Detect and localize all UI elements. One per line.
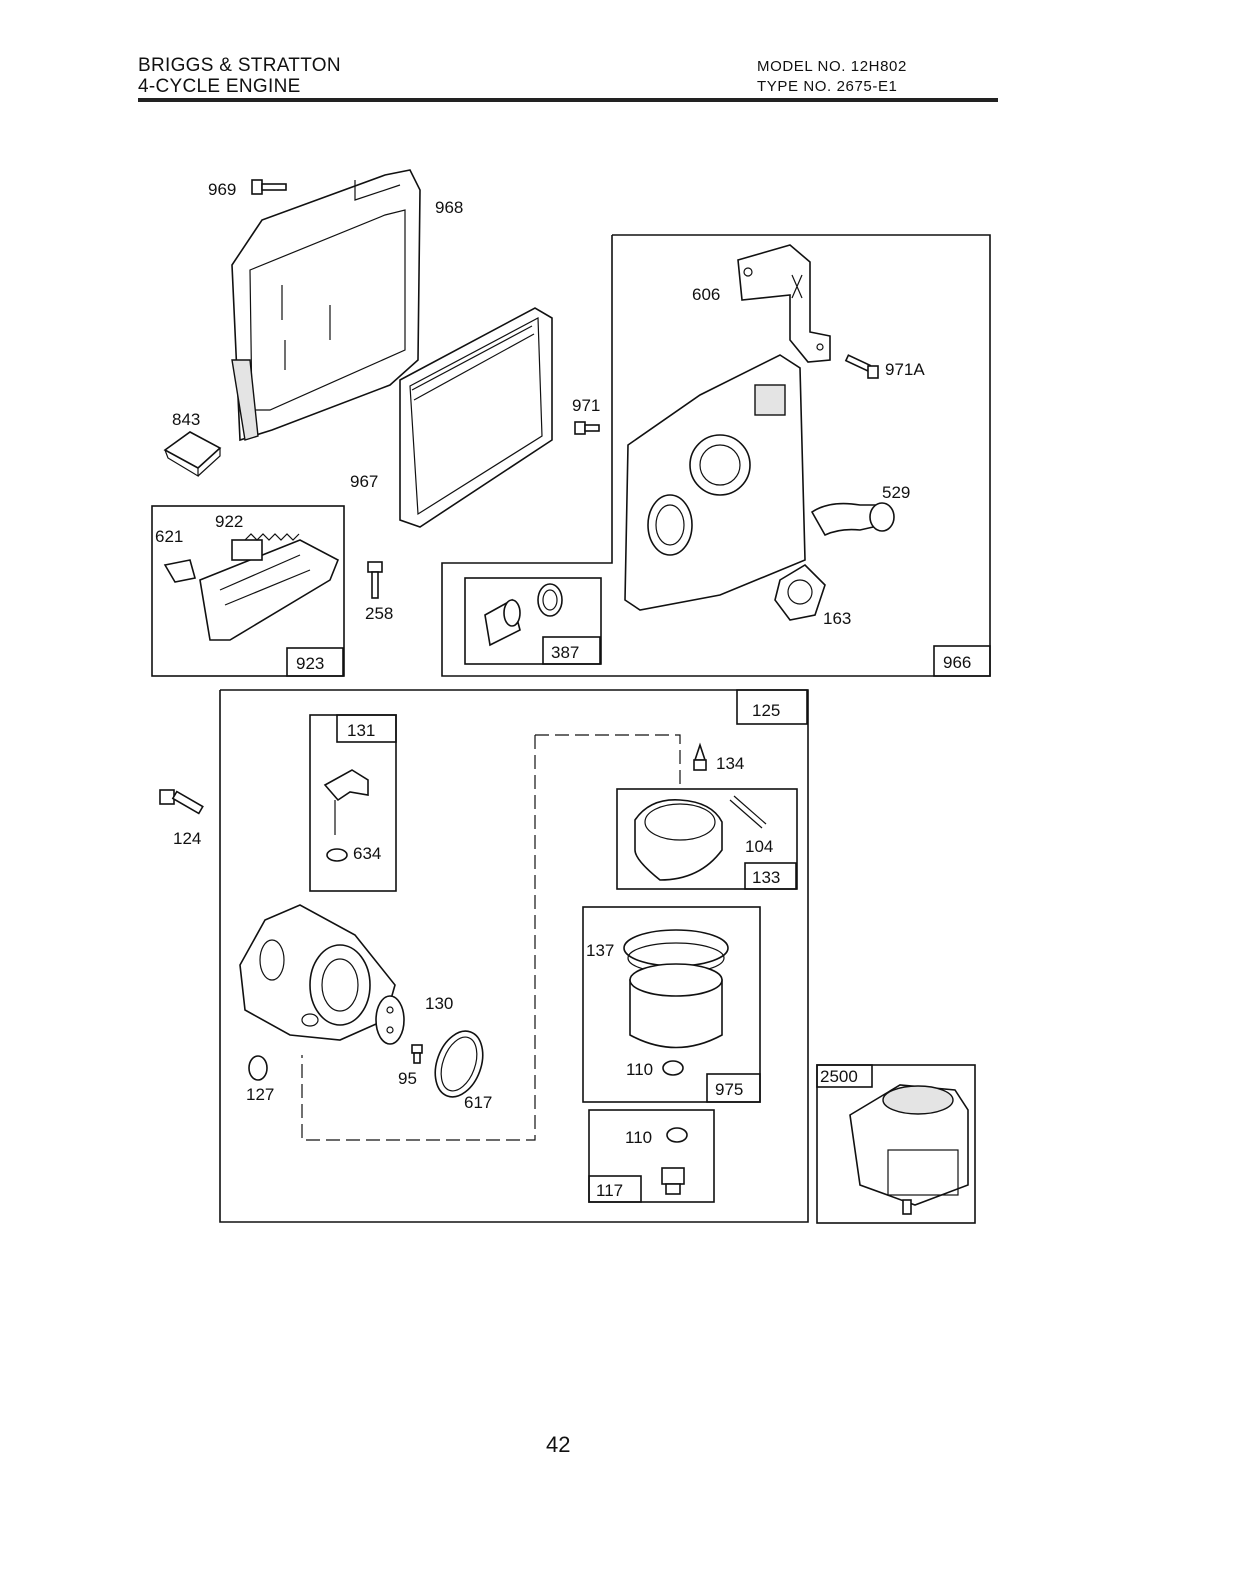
bracket-606-icon (738, 245, 830, 362)
gasket-163-icon (775, 565, 825, 620)
callout-110-b: 110 (625, 1128, 652, 1147)
kit-label-131: 131 (347, 721, 375, 740)
callout-104: 104 (745, 837, 773, 856)
callout-529: 529 (882, 483, 910, 502)
callout-971a: 971A (885, 360, 925, 379)
filter-967-icon (400, 308, 552, 527)
page-number: 42 (546, 1432, 570, 1458)
plate-130-icon (376, 996, 404, 1044)
carburetor-body-icon (240, 905, 395, 1040)
breather-tube-529-icon (812, 503, 894, 535)
kit-label-117: 117 (596, 1181, 623, 1200)
callout-130: 130 (425, 994, 453, 1013)
screw-95-icon (412, 1045, 422, 1063)
callout-621: 621 (155, 527, 183, 546)
callout-843: 843 (172, 410, 200, 429)
kit-387-parts-icon (485, 584, 562, 645)
callout-971: 971 (572, 396, 600, 415)
callout-95: 95 (398, 1069, 417, 1088)
kit-label-133: 133 (752, 868, 780, 887)
callout-124: 124 (173, 829, 201, 848)
callout-137: 137 (586, 941, 614, 960)
callout-968: 968 (435, 198, 463, 217)
callout-606: 606 (692, 285, 720, 304)
oring-617-icon (427, 1025, 492, 1104)
callout-967: 967 (350, 472, 378, 491)
callout-634: 634 (353, 844, 381, 863)
base-plate-966-icon (625, 355, 805, 610)
callout-617: 617 (464, 1093, 492, 1112)
callout-163: 163 (823, 609, 851, 628)
governor-923-icon (200, 540, 338, 640)
callout-134: 134 (716, 754, 744, 773)
callout-110-a: 110 (626, 1060, 653, 1079)
foam-843-icon (165, 432, 220, 476)
bowl-137-icon (624, 930, 728, 1048)
callout-922: 922 (215, 512, 243, 531)
callout-969: 969 (208, 180, 236, 199)
screw-969-icon (252, 180, 286, 194)
screw-124-icon (160, 790, 203, 813)
screw-971-icon (575, 422, 599, 434)
engine-2500-icon (850, 1085, 968, 1214)
kit-label-2500: 2500 (820, 1067, 858, 1086)
air-cleaner-base-968-icon (232, 170, 420, 440)
kit-label-387: 387 (551, 643, 579, 662)
callout-127: 127 (246, 1085, 274, 1104)
plug-127-icon (249, 1056, 267, 1080)
kit-label-923: 923 (296, 654, 324, 673)
screw-971a-icon (846, 355, 878, 378)
kit-label-125: 125 (752, 701, 780, 720)
kit-box-131-frame: 131 (310, 715, 396, 891)
spring-922-icon (245, 534, 299, 540)
kit-label-966: 966 (943, 653, 971, 672)
screw-258-icon (368, 562, 382, 598)
kit-label-975: 975 (715, 1080, 743, 1099)
link-621-icon (165, 560, 195, 582)
leader-dashed-carb (535, 735, 680, 790)
callout-258: 258 (365, 604, 393, 623)
kit-box-117-frame: 117 (589, 1110, 714, 1202)
bowl-nut-117-icon (662, 1168, 684, 1194)
needle-134-icon (694, 745, 706, 770)
